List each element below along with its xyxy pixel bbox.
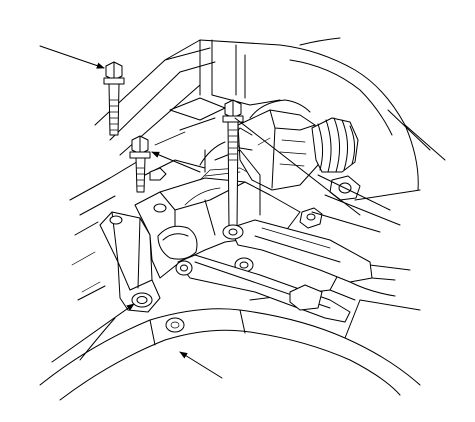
actuator-assembly [199, 99, 421, 229]
callout-arrow-subframe [179, 351, 223, 379]
upper-bolt [103, 61, 125, 136]
lower-control-arm [175, 219, 396, 323]
mid-left-bolt [129, 135, 151, 193]
callout-line-right-upper [234, 117, 361, 216]
mounting-bracket [99, 167, 301, 313]
small-fastener [149, 167, 167, 181]
callout-leaders [39, 45, 381, 379]
callout-arrow-lower-left-bolt [51, 303, 135, 363]
background-body-structure [69, 37, 446, 301]
callout-line-right-lower [311, 211, 381, 233]
subframe [39, 261, 421, 401]
callout-arrow-upper-bolt [39, 45, 105, 69]
callout-arrow-mid-left-bolt [151, 151, 201, 173]
